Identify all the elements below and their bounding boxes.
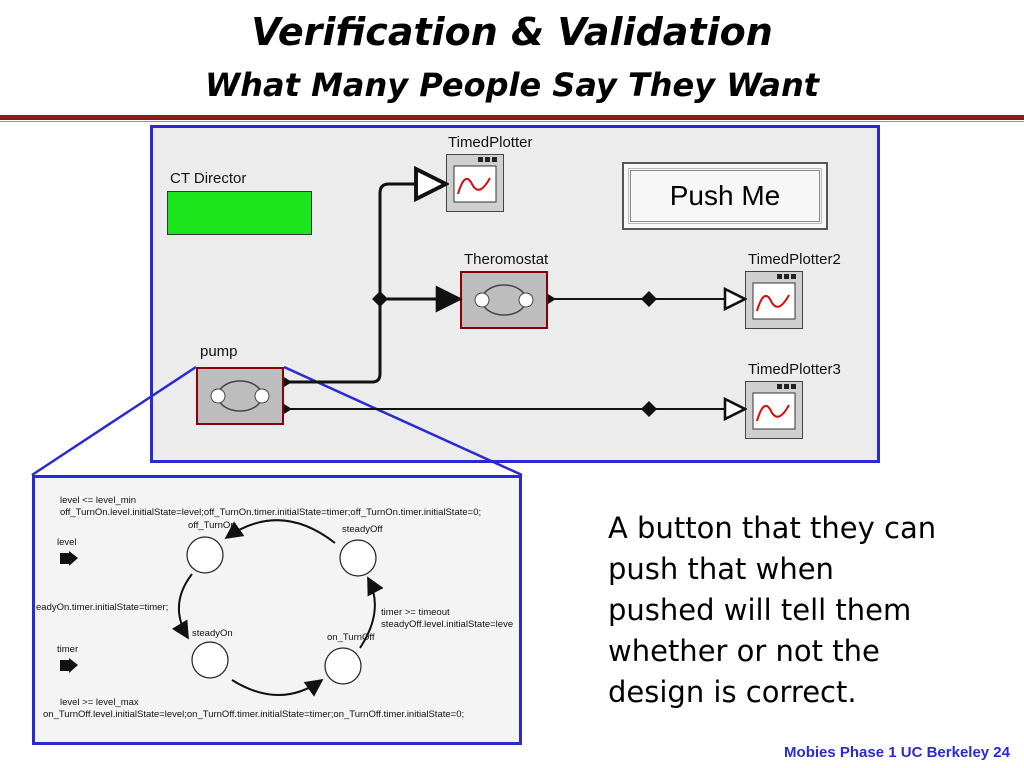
pump-label: pump [200,343,238,360]
push-me-button[interactable]: Push Me [622,162,828,230]
fsm-state-steadyon-label: steadyOn [192,628,233,639]
fsm-port-timer-label: timer [57,644,79,655]
fsm-state-off-turnon-label: off_TurnOn [188,520,236,531]
fsm-port-level-label: level [57,537,77,548]
fsm-state-on-turnoff-label: on_TurnOff [327,632,375,643]
director-label: CT Director [170,170,247,187]
transition-onturnoff-to-steadyoff [359,576,384,649]
state-off-turnon [186,536,224,574]
slide-subtitle: What Many People Say They Want [204,66,820,104]
fsm-left-action: eadyOn.timer.initialState=timer; [36,602,169,613]
plotter3-label: TimedPlotter3 [748,361,841,378]
thermostat-label: Theromostat [464,251,549,268]
header-divider-shadow [0,121,1024,122]
state-steadyoff [339,539,377,577]
state-steadyon [191,641,229,679]
plotter2-label: TimedPlotter2 [748,251,841,268]
fsm-guard-top-2: off_TurnOn.level.initialState=level;off_… [60,507,482,518]
fsm-right-guard-2: steadyOff.level.initialState=leve [381,619,514,630]
plotter1-label: TimedPlotter [448,134,533,151]
relation-diamond-2 [641,291,657,307]
relation-diamond-1 [372,291,388,307]
port-timer-icon [60,658,78,673]
wire-pump-to-plotter1 [284,184,446,384]
plotter-icon-1 [453,157,497,203]
relation-diamond-3 [641,401,657,417]
fsm-guard-bottom-1: level >= level_max [60,697,139,708]
slide-title: Verification & Validation [251,10,773,54]
zoom-line-right [283,365,523,477]
port-level-icon [60,551,78,566]
thermostat-fsm-icon [474,284,534,316]
ct-director-block[interactable] [167,191,312,235]
pump-fsm-icon [210,380,270,412]
fsm-guard-top-1: level <= level_min [60,495,137,506]
state-on-turnoff [324,647,362,685]
slide-footer: Mobies Phase 1 UC Berkeley 24 [784,744,1010,761]
header-divider [0,115,1024,120]
fsm-state-steadyoff-label: steadyOff [342,524,383,535]
transition-steadyoff-to-offturnon [224,519,336,544]
transition-offturnon-to-steadyon [171,573,193,640]
transition-steadyon-to-onturnoff [231,678,324,697]
plotter-icon-2 [752,274,796,320]
fsm-right-guard-1: timer >= timeout [381,607,450,618]
plotter-icon-3 [752,384,796,430]
slide-caption: A button that they can push that when pu… [608,511,937,709]
fsm-guard-bottom-2: on_TurnOff.level.initialState=level;on_T… [43,709,465,720]
zoom-line-left [31,365,197,477]
